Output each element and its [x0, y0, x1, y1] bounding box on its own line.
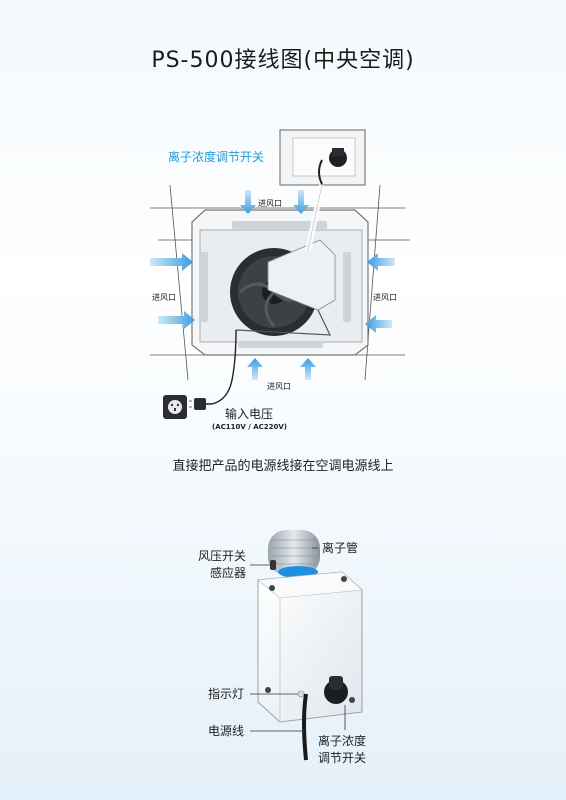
switch-zoom-callout — [279, 129, 366, 251]
ion-tube-label: 离子管 — [322, 541, 359, 555]
voltage-spec-label: (AC110V / AC220V) — [212, 423, 287, 431]
ion-adjust-switch-line1: 离子浓度 — [318, 734, 367, 748]
wiring-caption: 直接把产品的电源线接在空调电源线上 — [172, 459, 394, 474]
air-pressure-switch-line1: 风压开关 — [197, 549, 246, 563]
inlet-arrows — [150, 190, 395, 380]
inlet-right-label: 进风口 — [373, 293, 397, 302]
leader-lines — [250, 547, 346, 732]
product-illustration — [257, 530, 363, 761]
ac-cassette-panel — [191, 209, 369, 356]
page-title: PS-500接线图(中央空调) — [151, 48, 415, 73]
inlet-top-label: 进风口 — [258, 199, 282, 208]
air-pressure-switch-label: 风压开关 感应器 — [186, 548, 246, 582]
inlet-left-label: 进风口 — [152, 293, 176, 302]
inlet-bottom-label: 进风口 — [267, 382, 291, 391]
ion-switch-callout-label: 离子浓度调节开关 — [168, 150, 265, 164]
ion-adjust-switch-line2: 调节开关 — [318, 751, 367, 765]
power-cord-label: 电源线 — [208, 724, 245, 738]
ion-adjust-switch-label: 离子浓度 调节开关 — [318, 733, 366, 767]
indicator-light-label: 指示灯 — [208, 687, 245, 701]
input-voltage-label: 输入电压 — [225, 407, 274, 421]
power-socket-and-cord — [163, 329, 237, 419]
air-pressure-switch-line2: 感应器 — [209, 566, 246, 580]
